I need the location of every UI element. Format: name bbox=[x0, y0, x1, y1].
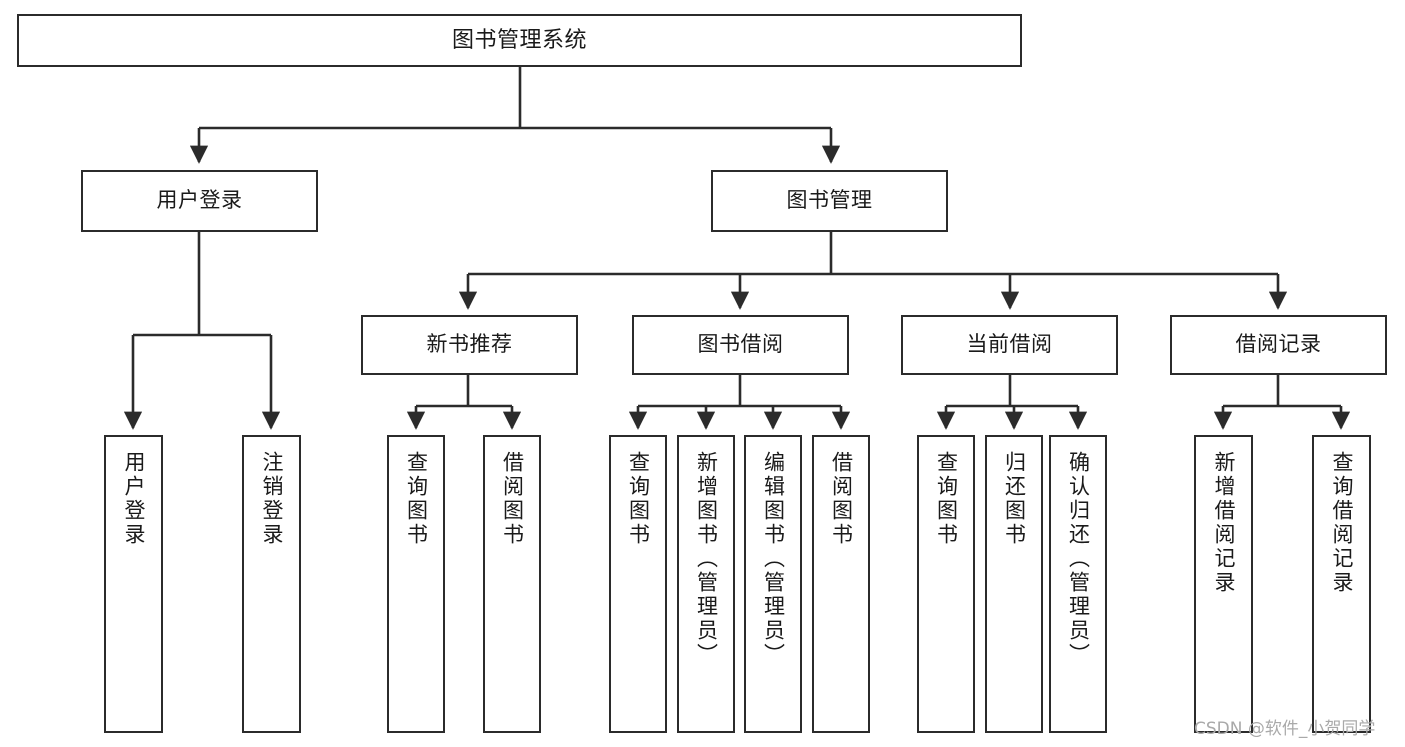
node-label: 新增图书（管理员） bbox=[694, 451, 718, 667]
node-label: 新书推荐 bbox=[426, 333, 513, 357]
node-label: 当前借阅 bbox=[966, 333, 1053, 357]
node-leaf-confirm-return[interactable]: 确认归还（管理员） bbox=[1049, 435, 1107, 733]
node-label: 新增借阅记录 bbox=[1212, 451, 1235, 595]
node-leaf-edit-book[interactable]: 编辑图书（管理员） bbox=[744, 435, 802, 733]
node-label: 图书借阅 bbox=[697, 333, 784, 357]
node-label: 用户登录 bbox=[122, 451, 145, 547]
node-leaf-borrow-book-2[interactable]: 借阅图书 bbox=[812, 435, 870, 733]
node-leaf-logout-login[interactable]: 注销登录 bbox=[242, 435, 301, 733]
node-label: 编辑图书（管理员） bbox=[761, 451, 785, 667]
watermark: CSDN @软件_小贺同学 bbox=[1194, 719, 1376, 739]
node-label: 确认归还（管理员） bbox=[1066, 451, 1090, 667]
node-label: 查询图书 bbox=[404, 451, 428, 547]
node-leaf-add-record[interactable]: 新增借阅记录 bbox=[1194, 435, 1253, 733]
node-leaf-user-login[interactable]: 用户登录 bbox=[104, 435, 163, 733]
node-label: 借阅图书 bbox=[500, 451, 524, 547]
node-leaf-query-book-1[interactable]: 查询图书 bbox=[387, 435, 445, 733]
node-label: 注销登录 bbox=[260, 451, 283, 547]
node-borrow-record[interactable]: 借阅记录 bbox=[1170, 315, 1387, 375]
node-book-borrow[interactable]: 图书借阅 bbox=[632, 315, 849, 375]
node-label: 查询图书 bbox=[934, 451, 958, 547]
node-label: 用户登录 bbox=[156, 189, 243, 213]
node-book-manage[interactable]: 图书管理 bbox=[711, 170, 948, 232]
node-leaf-borrow-book-1[interactable]: 借阅图书 bbox=[483, 435, 541, 733]
node-current-borrow[interactable]: 当前借阅 bbox=[901, 315, 1118, 375]
node-leaf-query-record[interactable]: 查询借阅记录 bbox=[1312, 435, 1371, 733]
node-label: 借阅记录 bbox=[1235, 333, 1322, 357]
node-user-login[interactable]: 用户登录 bbox=[81, 170, 318, 232]
node-label: 归还图书 bbox=[1002, 451, 1026, 547]
node-new-book-recommend[interactable]: 新书推荐 bbox=[361, 315, 578, 375]
node-leaf-query-book-3[interactable]: 查询图书 bbox=[917, 435, 975, 733]
node-label: 查询图书 bbox=[626, 451, 650, 547]
node-root-system[interactable]: 图书管理系统 bbox=[17, 14, 1022, 67]
node-leaf-query-book-2[interactable]: 查询图书 bbox=[609, 435, 667, 733]
node-label: 查询借阅记录 bbox=[1330, 451, 1353, 595]
node-label: 借阅图书 bbox=[829, 451, 853, 547]
node-label: 图书管理系统 bbox=[451, 27, 587, 53]
node-leaf-return-book[interactable]: 归还图书 bbox=[985, 435, 1043, 733]
node-label: 图书管理 bbox=[786, 189, 873, 213]
node-leaf-add-book[interactable]: 新增图书（管理员） bbox=[677, 435, 735, 733]
